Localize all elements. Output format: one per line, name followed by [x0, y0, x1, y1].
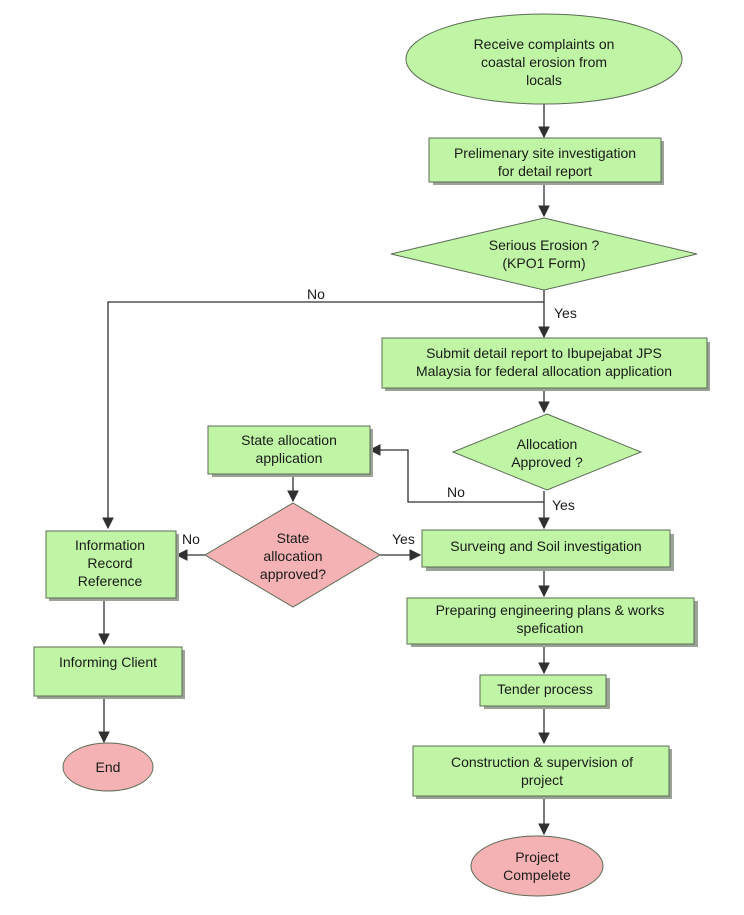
- edge-serious-no: [102, 301, 544, 530]
- state-allocation-approved-line: State: [277, 530, 310, 546]
- label-state-no: No: [182, 531, 200, 547]
- edges: [98, 104, 550, 836]
- informing-client-line: Informing Client: [59, 654, 157, 670]
- node-receive-complaints-label: Receive complaints on coastal erosion fro…: [474, 36, 615, 88]
- node-tender-process-label: Tender process: [497, 681, 593, 697]
- end-line: End: [96, 759, 121, 775]
- project-complete-line: Project: [515, 849, 559, 865]
- state-allocation-application-line: State allocation: [241, 432, 337, 448]
- preliminary-investigation-line: for detail report: [498, 163, 592, 179]
- node-construction: Construction & supervision of project: [412, 745, 672, 799]
- node-submit-report: Submit detail report to Ibupejabat JPS Ma…: [381, 337, 710, 391]
- node-state-allocation-application-label: State allocation application: [241, 432, 337, 466]
- node-informing-client-label: Informing Client: [59, 654, 157, 670]
- allocation-approved-line: Allocation: [517, 436, 578, 452]
- node-end-label: End: [96, 759, 121, 775]
- allocation-approved-line: Approved ?: [511, 454, 583, 470]
- label-state-yes: Yes: [392, 531, 415, 547]
- node-engineering-plans: Preparing engineering plans & works spefi…: [406, 597, 698, 647]
- information-record-line: Reference: [78, 573, 143, 589]
- label-allocation-yes: Yes: [552, 497, 575, 513]
- state-allocation-approved-line: allocation: [263, 548, 322, 564]
- node-serious-erosion: Serious Erosion ? (KPO1 Form): [390, 217, 698, 291]
- receive-complaints-line: Receive complaints on: [474, 36, 615, 52]
- construction-line: project: [521, 772, 563, 788]
- node-surveying: Surveing and Soil investigation: [421, 529, 674, 571]
- node-state-allocation-approved: State allocation approved?: [204, 502, 381, 608]
- receive-complaints-line: locals: [526, 72, 562, 88]
- node-end: End: [62, 742, 154, 792]
- node-serious-erosion-label: Serious Erosion ? (KPO1 Form): [489, 237, 600, 271]
- information-record-line: Information: [75, 537, 145, 553]
- node-engineering-plans-label: Preparing engineering plans & works spefi…: [436, 602, 665, 636]
- project-complete-line: Compelete: [503, 867, 571, 883]
- label-serious-no: No: [307, 286, 325, 302]
- receive-complaints-line: coastal erosion from: [481, 54, 607, 70]
- node-construction-label: Construction & supervision of project: [451, 754, 633, 788]
- engineering-plans-line: Preparing engineering plans & works: [436, 602, 665, 618]
- node-receive-complaints: Receive complaints on coastal erosion fro…: [405, 13, 683, 105]
- state-allocation-application-line: application: [256, 450, 323, 466]
- node-preliminary-investigation-label: Prelimenary site investigation for detail…: [454, 145, 636, 179]
- serious-erosion-line: Serious Erosion ?: [489, 237, 600, 253]
- label-allocation-no: No: [447, 484, 465, 500]
- edge-allocation-no: [368, 444, 544, 503]
- information-record-line: Record: [87, 555, 132, 571]
- node-state-allocation-approved-label: State allocation approved?: [260, 530, 326, 582]
- node-tender-process: Tender process: [479, 674, 610, 709]
- preliminary-investigation-line: Prelimenary site investigation: [454, 145, 636, 161]
- node-submit-report-label: Submit detail report to Ibupejabat JPS Ma…: [416, 345, 672, 379]
- surveying-line: Surveing and Soil investigation: [450, 538, 641, 554]
- state-allocation-approved-line: approved?: [260, 566, 326, 582]
- node-state-allocation-application: State allocation application: [207, 425, 373, 477]
- engineering-plans-line: spefication: [517, 620, 584, 636]
- submit-report-line: Submit detail report to Ibupejabat JPS: [426, 345, 662, 361]
- tender-process-line: Tender process: [497, 681, 593, 697]
- node-preliminary-investigation: Prelimenary site investigation for detail…: [428, 137, 664, 185]
- serious-erosion-line: (KPO1 Form): [502, 255, 585, 271]
- submit-report-line: Malaysia for federal allocation applicat…: [416, 363, 672, 379]
- construction-line: Construction & supervision of: [451, 754, 633, 770]
- label-serious-yes: Yes: [554, 305, 577, 321]
- edge-labels: No Yes No Yes No Yes: [182, 286, 577, 547]
- node-surveying-label: Surveing and Soil investigation: [450, 538, 641, 554]
- node-informing-client: Informing Client: [33, 646, 185, 699]
